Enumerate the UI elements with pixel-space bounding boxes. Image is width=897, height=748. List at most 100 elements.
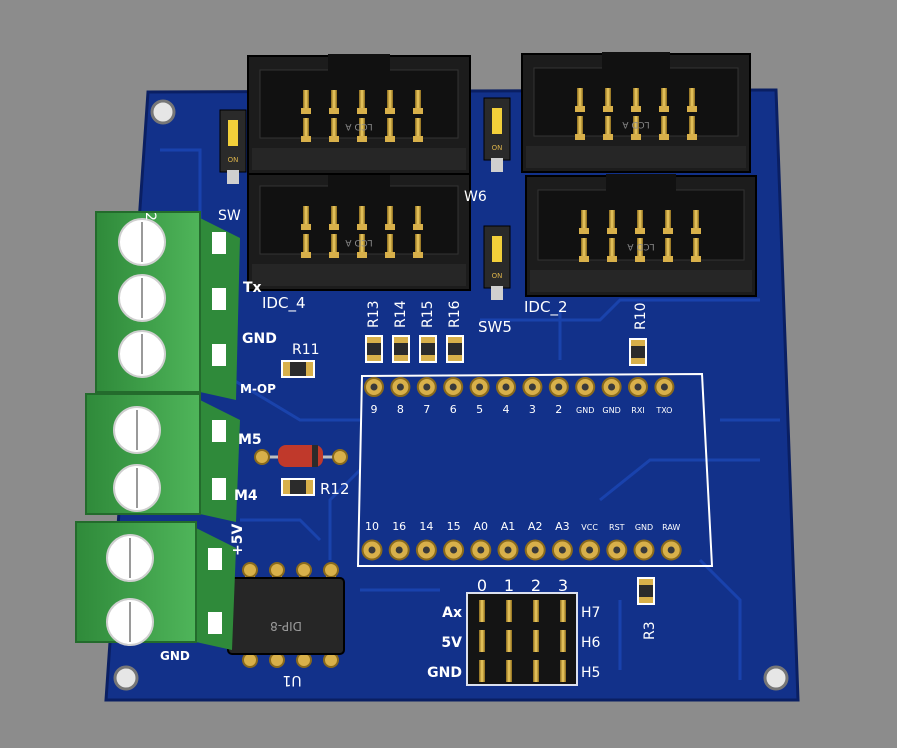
smd-resistors: [281, 335, 655, 605]
wire-entry: [212, 420, 226, 442]
header-key-text: LCD A: [345, 121, 373, 131]
header-pin: [415, 206, 421, 228]
jumper-pin: [533, 660, 539, 682]
terminal-block: [95, 211, 240, 400]
dip-switch: ON: [219, 109, 247, 184]
mcu-pin-label: A3: [555, 520, 570, 533]
mcu-pin-label: A2: [528, 520, 543, 533]
header-pin: [605, 116, 611, 138]
jumper-column-label: 3: [558, 576, 568, 595]
mcu-pin-label: 3: [529, 403, 536, 416]
silkscreen-label: R13: [366, 300, 382, 328]
wire-entry: [212, 232, 226, 254]
terminal-block: [85, 393, 240, 522]
jumper-row-label: H7: [581, 605, 600, 621]
jumper-column-label: 2: [531, 576, 541, 595]
wire-entry: [208, 548, 222, 570]
header-pin: [303, 234, 309, 256]
jumper-row-label: 5V: [441, 635, 462, 651]
idc-header: LCD A: [247, 170, 471, 291]
silkscreen-label: GND: [160, 649, 190, 663]
silkscreen-label: W6: [464, 189, 487, 205]
mounting-holes: [113, 99, 789, 691]
jumper-pin: [479, 630, 485, 652]
header-pin: [577, 116, 583, 138]
header-pin: [609, 238, 615, 260]
idc-header: LCD A: [525, 174, 757, 297]
silkscreen-label: M5: [238, 432, 262, 448]
silkscreen-label: SW5: [478, 318, 512, 336]
header-pin: [661, 116, 667, 138]
header-pin: [661, 88, 667, 110]
header-key-text: LCD A: [345, 237, 373, 247]
resistor: [365, 335, 383, 363]
dip-switches: ON ON ON: [219, 97, 511, 300]
switch-on-text: ON: [492, 144, 503, 152]
header-pin: [331, 118, 337, 140]
terminal-blocks: [75, 211, 240, 650]
mcu-pin-label: 16: [392, 520, 406, 533]
resistor: [637, 577, 655, 605]
dip-switch: ON: [483, 225, 511, 300]
silkscreen-label: R14: [393, 300, 409, 328]
jumper-pin: [533, 630, 539, 652]
terminal-block: [75, 521, 236, 650]
header-pin: [665, 238, 671, 260]
header-pin: [689, 116, 695, 138]
mcu-pin-label: GND: [576, 406, 594, 415]
jumper-row-label: H6: [581, 635, 601, 651]
header-pin: [665, 210, 671, 232]
wire-entry: [212, 344, 226, 366]
dip-switch: ON: [483, 97, 511, 172]
resistor: [419, 335, 437, 363]
silkscreen-label: M-OP: [240, 382, 276, 396]
header-pin: [609, 210, 615, 232]
header-pin: [581, 238, 587, 260]
silkscreen-label: Tx: [243, 280, 262, 296]
mcu-pin-label: 2: [555, 403, 562, 416]
silkscreen-label: R3: [642, 621, 658, 640]
jumper-row-label: H5: [581, 665, 600, 681]
header-pin: [637, 238, 643, 260]
mcu-pin-label: A0: [474, 520, 489, 533]
mcu-pin-label: 4: [503, 403, 510, 416]
wire-entry: [212, 288, 226, 310]
header-pin: [303, 118, 309, 140]
mcu-pin-label: 5: [476, 403, 483, 416]
header-pin: [387, 90, 393, 112]
header-pin: [303, 206, 309, 228]
mcu-pin-label: 15: [447, 520, 461, 533]
header-pin: [605, 88, 611, 110]
silkscreen-label: R12: [320, 480, 350, 498]
mcu-pin-label: 6: [450, 403, 457, 416]
mcu-pin-label: 14: [419, 520, 433, 533]
header-pin: [415, 118, 421, 140]
jumper-column-label: 1: [504, 576, 514, 595]
header-pin: [387, 234, 393, 256]
header-pin: [633, 116, 639, 138]
header-pin: [331, 206, 337, 228]
switch-on-text: ON: [492, 272, 503, 280]
header-pin: [693, 210, 699, 232]
silkscreen-label: R15: [420, 300, 436, 328]
jumper-pin: [506, 630, 512, 652]
mcu-pin-label: TXO: [655, 406, 672, 415]
ic-body-text: DIP-8: [270, 619, 302, 633]
silkscreen-label: R16: [447, 300, 463, 328]
header-pin: [359, 234, 365, 256]
header-pin: [633, 88, 639, 110]
header-pin: [637, 210, 643, 232]
resistor: [446, 335, 464, 363]
header-pin: [387, 206, 393, 228]
mcu-pin-label: 8: [397, 403, 404, 416]
mcu-pin-label: RXI: [631, 406, 644, 415]
mcu-pin-label: RAW: [662, 523, 680, 532]
header-pin: [577, 88, 583, 110]
silkscreen-label: SW: [218, 208, 241, 224]
header-pin: [303, 90, 309, 112]
idc-header: LCD A: [521, 52, 751, 173]
